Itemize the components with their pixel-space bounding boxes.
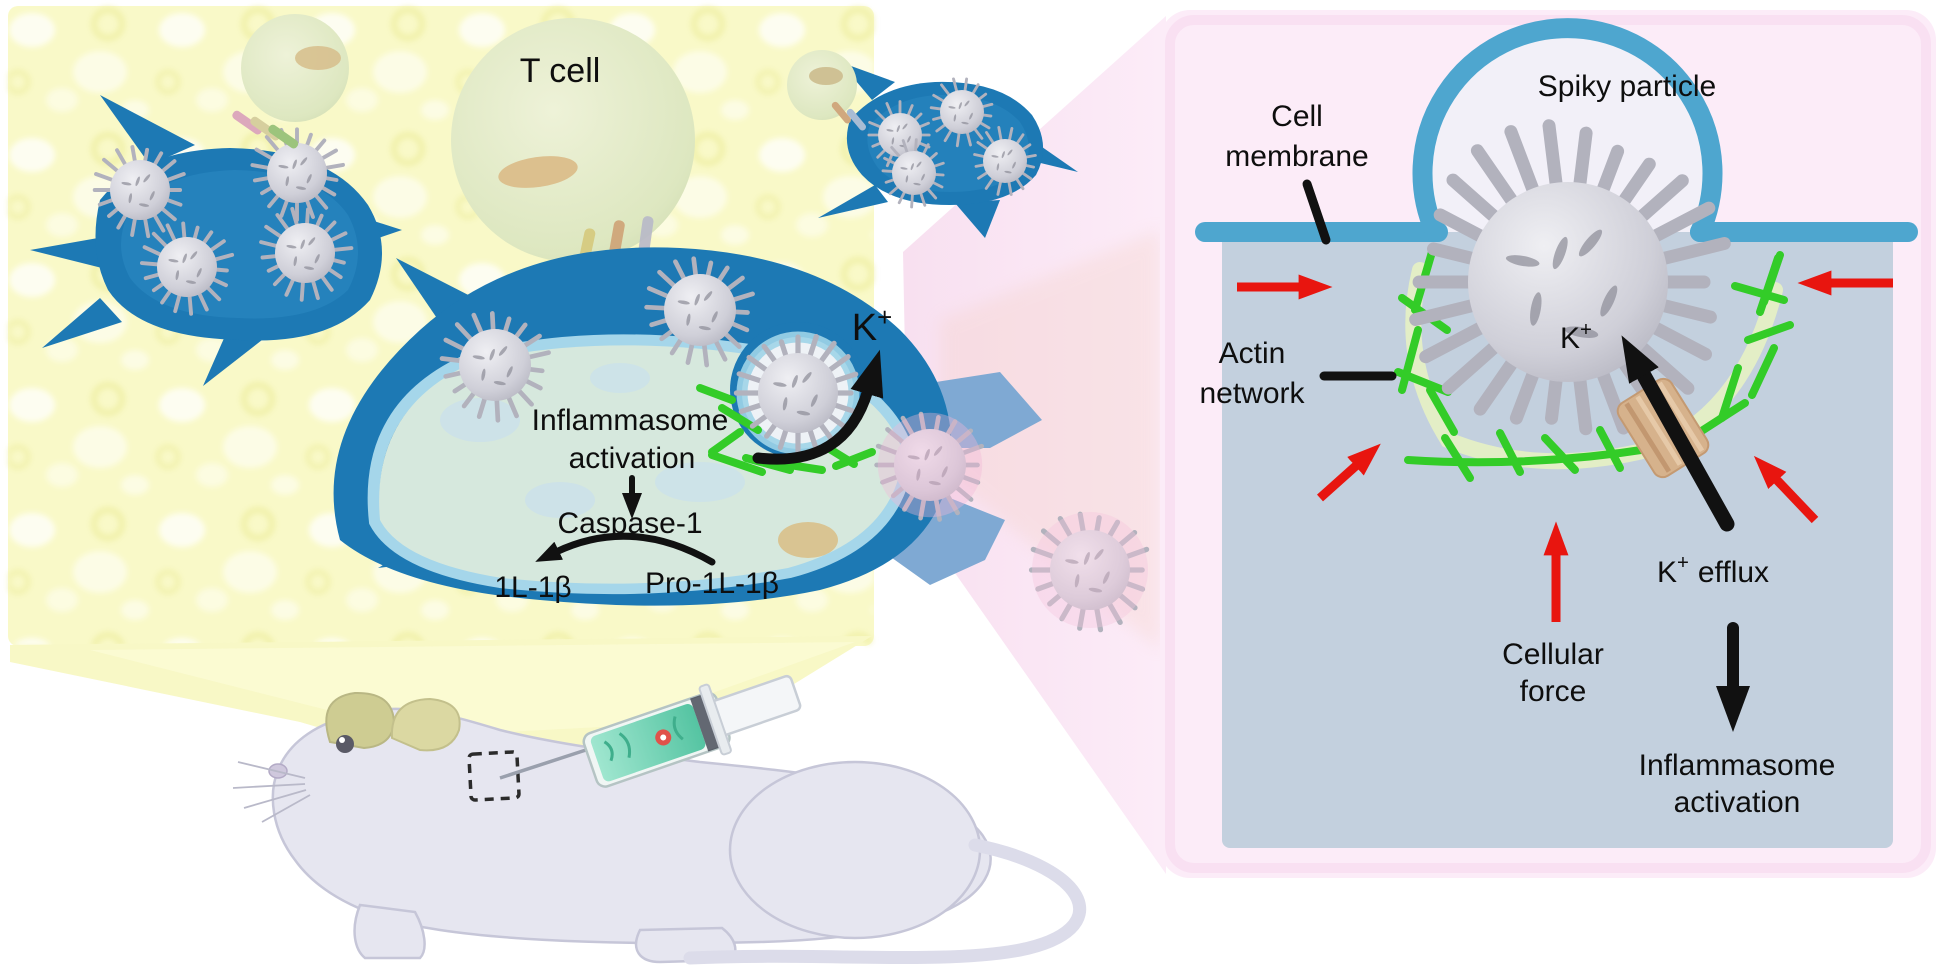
spiky-particle-label: Spiky particle — [1538, 70, 1716, 103]
cell-membrane-label-line2: membrane — [1225, 140, 1368, 173]
t-cell-small-left — [232, 14, 349, 149]
mouse-ear — [390, 697, 461, 752]
t-cell-small-right — [787, 50, 866, 131]
cellular-force-label-line1: Cellular — [1502, 638, 1604, 671]
spiky-particle — [881, 138, 945, 209]
k-efflux-curved-arrow — [752, 349, 884, 465]
spiky-particle — [973, 125, 1037, 196]
pathway-labels: Inflammasome activation Caspase-1 1L-1β … — [494, 404, 779, 604]
mouse-tail — [683, 838, 1087, 965]
t-cell-large: T cell — [451, 18, 695, 262]
spiky-particle — [139, 221, 235, 316]
red-arrow-lower-left — [1316, 443, 1381, 502]
inflammasome-label-line2: activation — [569, 442, 696, 475]
spiky-particle — [867, 100, 931, 171]
spiky-particle — [250, 127, 345, 222]
mouse-haunch — [728, 760, 982, 940]
spiky-particle-faded — [1028, 511, 1150, 633]
cellular-force-label-line2: force — [1520, 675, 1587, 708]
spiky-particle — [929, 77, 994, 148]
force-arrows — [1237, 270, 1893, 622]
red-arrow-lower-right — [1753, 455, 1819, 524]
nucleus — [778, 522, 838, 558]
t-cell-label: T cell — [520, 52, 601, 90]
inflammasome-right-line2: activation — [1674, 786, 1801, 819]
k-in-particle: K+ — [1560, 319, 1592, 355]
receptor-rods — [232, 110, 299, 149]
spiky-particle — [644, 256, 755, 368]
mouse-eye — [336, 735, 354, 753]
mouse-front-paw — [353, 903, 426, 960]
k-efflux-arrow — [1621, 335, 1735, 532]
cell-membrane-pointer — [1302, 179, 1331, 245]
cell-membrane-label-line1: Cell — [1271, 100, 1323, 133]
injection-site-box — [467, 750, 521, 802]
inflammasome-label-line1: Inflammasome — [532, 404, 729, 437]
zoom-panel: K+ Spiky particle Cell membrane Actin ne… — [1160, 10, 1936, 878]
k-efflux-label: K+efflux — [1657, 552, 1769, 589]
pro-il1b-label: Pro-1L-1β — [645, 567, 779, 600]
mouse-ear — [325, 691, 396, 750]
spiky-particle — [92, 145, 186, 239]
syringe — [499, 674, 802, 788]
spiky-particle — [259, 206, 354, 302]
syringe-needle — [499, 746, 593, 780]
inflammasome-right-line1: Inflammasome — [1639, 749, 1836, 782]
syringe-liquid — [590, 704, 706, 782]
il1b-label: 1L-1β — [494, 571, 571, 604]
mouse-whiskers — [232, 761, 311, 823]
actin-label-line2: network — [1199, 377, 1305, 410]
spiky-particle — [439, 311, 551, 423]
spiky-particle-faded — [874, 411, 985, 522]
k-plus-label: K+ — [852, 304, 892, 349]
caspase-curved-arrow — [535, 532, 716, 566]
spiky-particle-engulfed — [733, 333, 859, 456]
actin-label-line1: Actin — [1219, 337, 1286, 370]
mouse — [232, 691, 1087, 965]
